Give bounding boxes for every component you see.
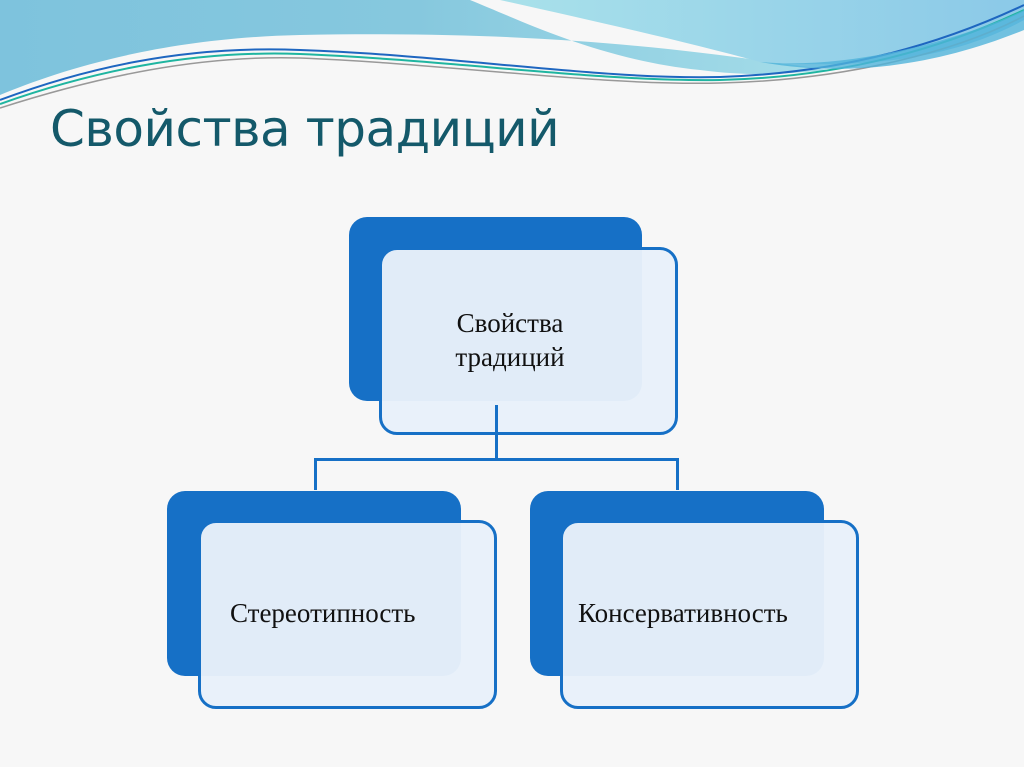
root-node-label-line1: Свойства bbox=[456, 308, 564, 338]
header-wave-decoration bbox=[0, 0, 1024, 109]
child-node-box bbox=[560, 520, 859, 709]
child-node-label: Стереотипность bbox=[230, 598, 416, 628]
child-node-label: Консервативность bbox=[578, 598, 788, 628]
connector-left bbox=[314, 458, 317, 490]
child-node-box bbox=[198, 520, 497, 709]
connector-vertical-root bbox=[495, 405, 498, 460]
connector-right bbox=[676, 458, 679, 490]
slide-title: Свойства традиций bbox=[50, 100, 560, 158]
connector-horizontal bbox=[314, 458, 678, 461]
root-node-label-line2: традиций bbox=[455, 342, 565, 372]
root-node-box bbox=[379, 247, 678, 435]
root-node-label: Свойства традиций bbox=[380, 300, 640, 380]
